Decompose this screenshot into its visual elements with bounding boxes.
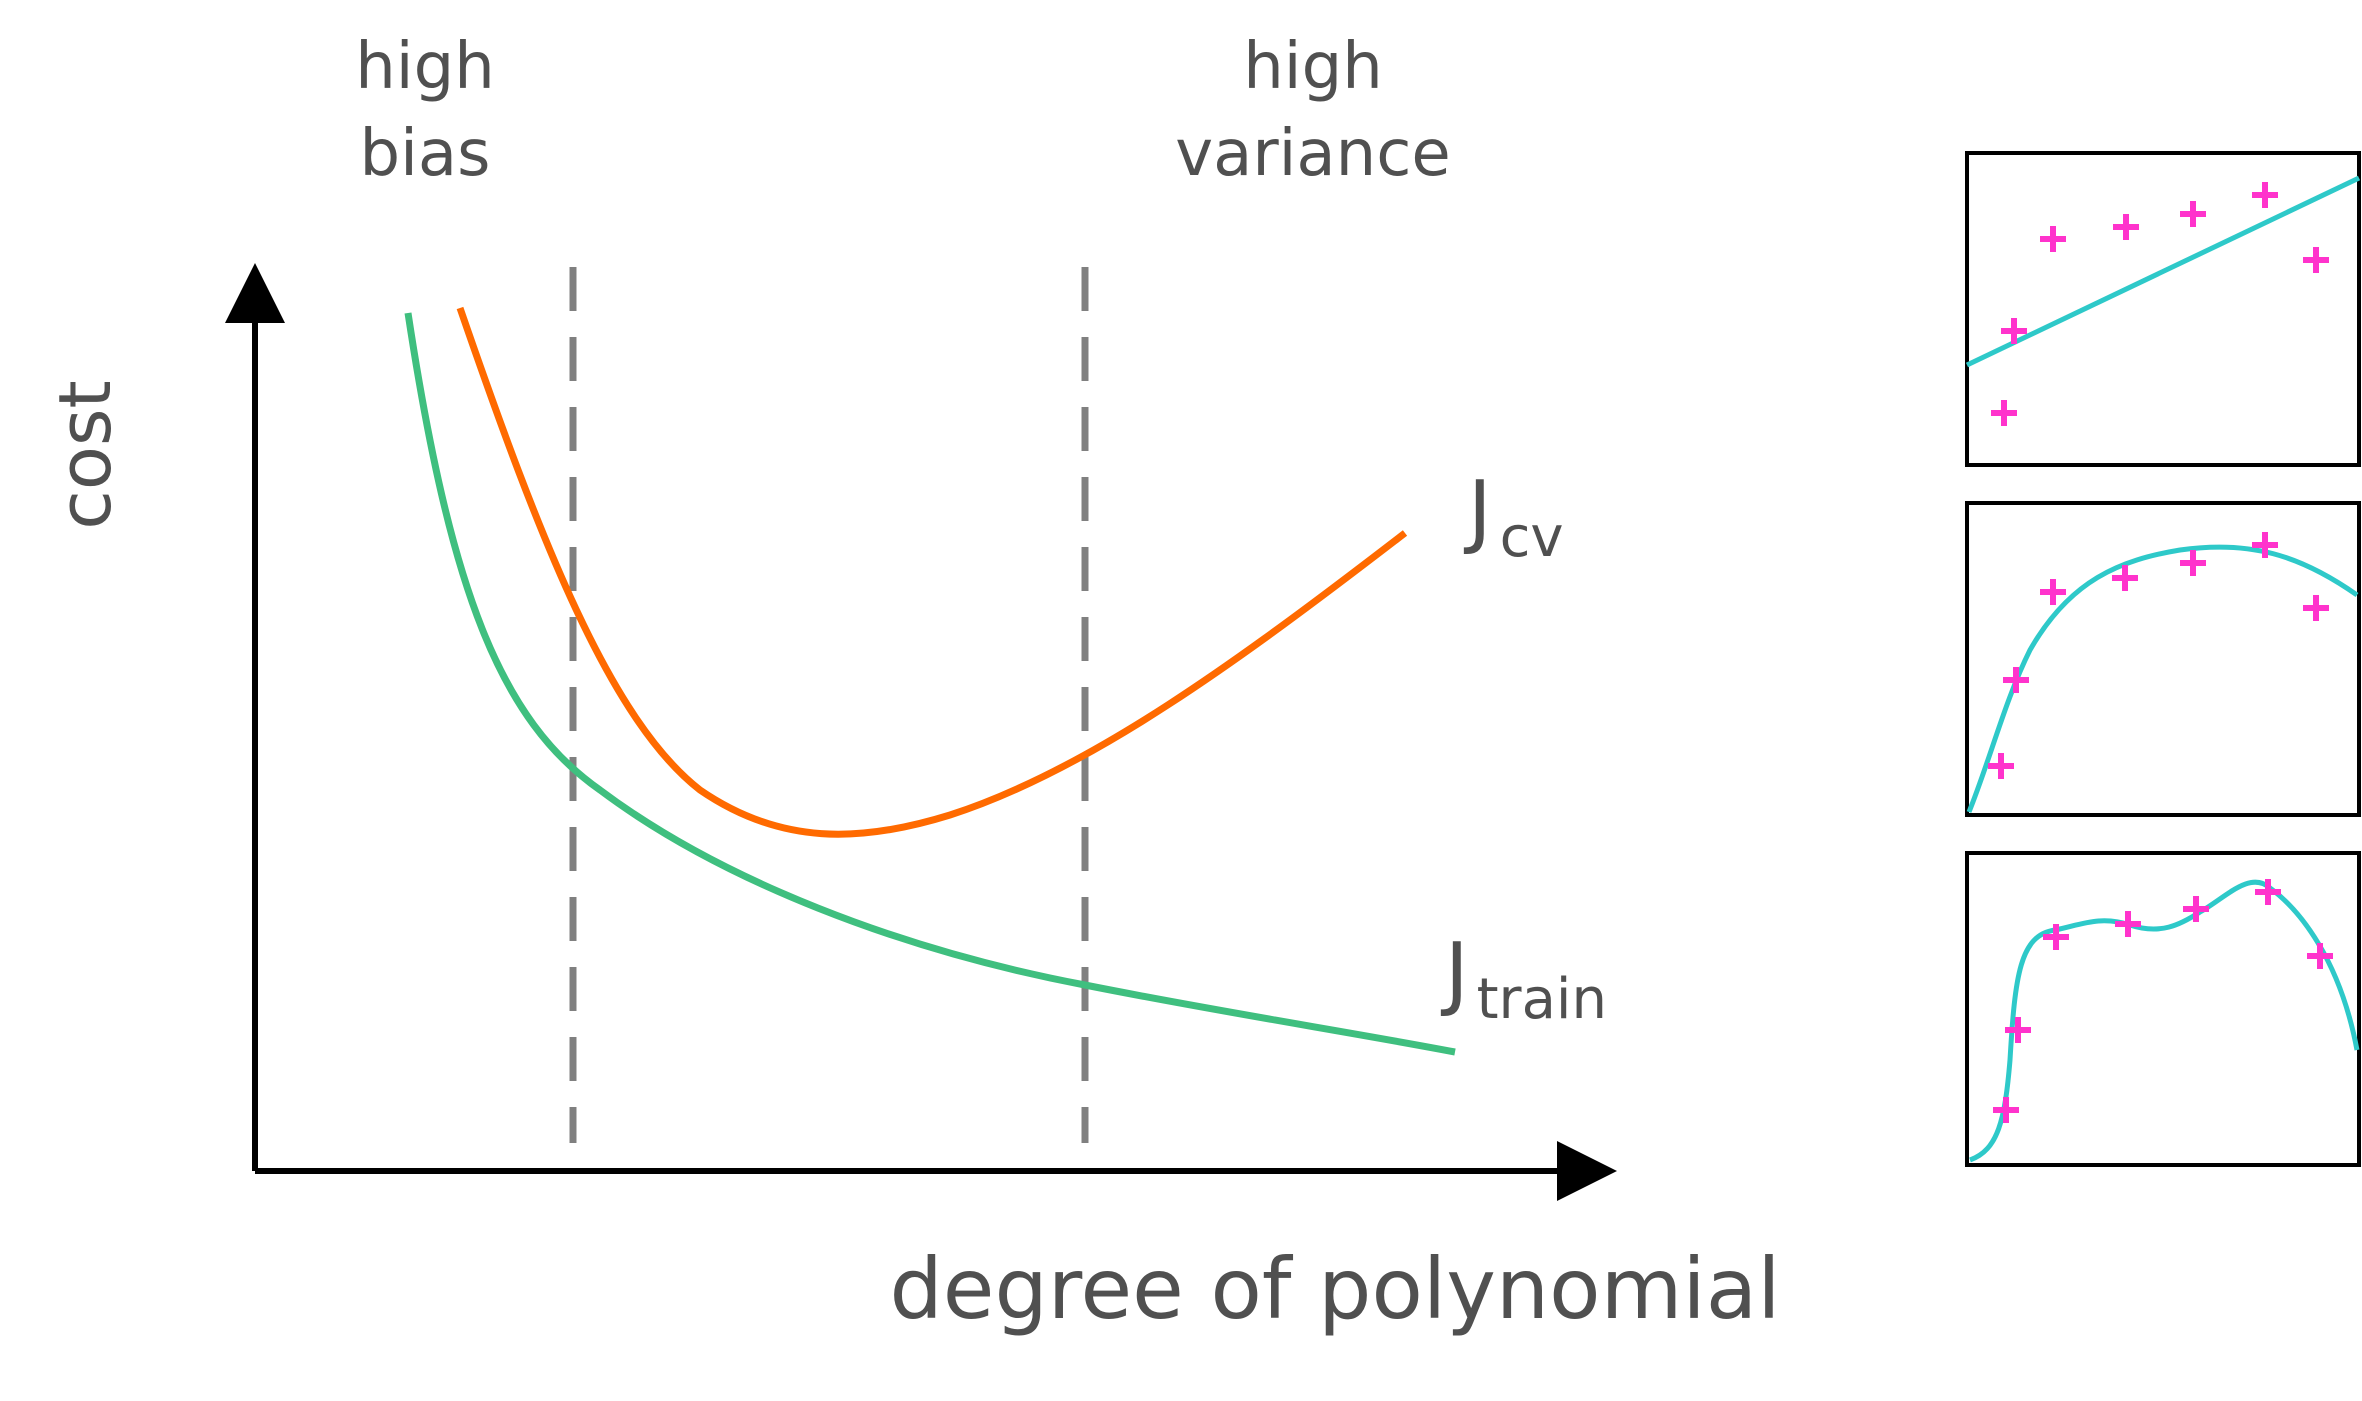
y-axis-title: cost xyxy=(43,380,127,529)
plus-marker-icon xyxy=(2183,896,2209,922)
underfit-data-points xyxy=(1991,182,2329,426)
plus-marker-icon xyxy=(2001,318,2027,344)
plus-marker-icon xyxy=(2112,565,2138,591)
underfit-panel xyxy=(1965,151,2361,467)
plus-marker-icon xyxy=(2303,247,2329,273)
plus-marker-icon xyxy=(2113,214,2139,240)
jcv-label-main: J xyxy=(1463,464,1492,557)
plus-marker-icon xyxy=(2307,943,2333,969)
plus-marker-icon xyxy=(2252,532,2278,558)
train-cost-curve xyxy=(404,312,1456,1056)
plus-marker-icon xyxy=(2040,579,2066,605)
plus-marker-icon xyxy=(2043,924,2069,950)
good-fit-panel xyxy=(1965,501,2361,817)
jtrain-label-sub: train xyxy=(1477,967,1607,1032)
cv-cost-curve xyxy=(456,306,1408,838)
underfit-panel-frame xyxy=(1965,151,2361,467)
plus-marker-icon xyxy=(2252,182,2278,208)
overfit-panel xyxy=(1965,851,2361,1167)
x-axis-title: degree of polynomial xyxy=(889,1240,1780,1338)
good-fit-data-points xyxy=(1988,532,2329,779)
plus-marker-icon xyxy=(1991,400,2017,426)
plus-marker-icon xyxy=(1993,1097,2019,1123)
high-bias-label-line2: bias xyxy=(360,117,491,191)
jtrain-label-main: J xyxy=(1440,926,1469,1019)
plus-marker-icon xyxy=(2040,226,2066,252)
plus-marker-icon xyxy=(1988,753,2014,779)
plus-marker-icon xyxy=(2180,201,2206,227)
overfit-panel-frame xyxy=(1965,851,2361,1167)
plus-marker-icon xyxy=(2005,1017,2031,1043)
plus-marker-icon xyxy=(2003,667,2029,693)
underfit-fit-line xyxy=(1965,175,2361,368)
high-variance-label-line2: variance xyxy=(1175,117,1451,191)
plus-marker-icon xyxy=(2303,595,2329,621)
plus-marker-icon xyxy=(2115,911,2141,937)
good-fit-curve xyxy=(1966,544,2359,813)
overfit-data-points xyxy=(1993,879,2333,1123)
plus-marker-icon xyxy=(2180,550,2206,576)
high-bias-label-line1: high xyxy=(355,30,495,104)
high-variance-label-line1: high xyxy=(1243,30,1383,104)
jcv-label-sub: cv xyxy=(1500,505,1564,570)
plus-marker-icon xyxy=(2255,879,2281,905)
